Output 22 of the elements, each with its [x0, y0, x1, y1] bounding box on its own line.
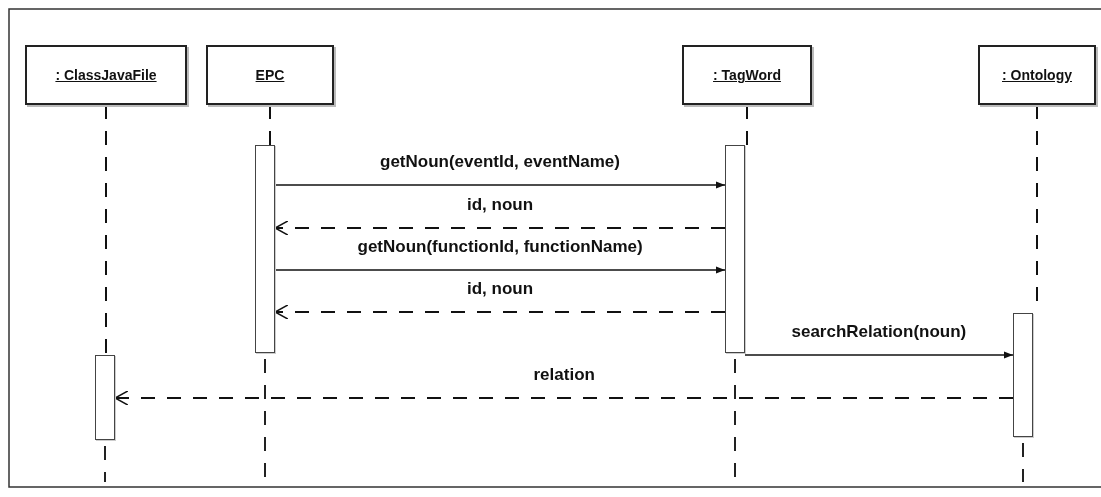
object-box — [978, 45, 1096, 105]
lifeline — [746, 104, 748, 146]
activation-bar — [725, 145, 745, 353]
message-arrow — [274, 266, 726, 274]
message-arrow — [744, 351, 1014, 359]
lifeline — [269, 104, 271, 146]
object-name: : TagWord — [713, 67, 781, 83]
message-arrow — [274, 181, 726, 189]
return-message-arrow — [274, 220, 726, 236]
message-label: getNoun(eventId, eventName) — [377, 152, 623, 172]
activation-bar — [1013, 313, 1033, 437]
object-box — [206, 45, 334, 105]
return-message-arrow — [114, 390, 1014, 406]
object-name: EPC — [255, 67, 285, 83]
return-message-arrow — [274, 304, 726, 320]
object-name: : ClassJavaFile — [55, 67, 157, 83]
lifeline — [105, 104, 107, 356]
activation-bar — [95, 355, 115, 440]
activation-bar — [255, 145, 275, 353]
object-box — [682, 45, 812, 105]
object-name: : Ontology — [1002, 67, 1072, 83]
object-box — [25, 45, 187, 105]
